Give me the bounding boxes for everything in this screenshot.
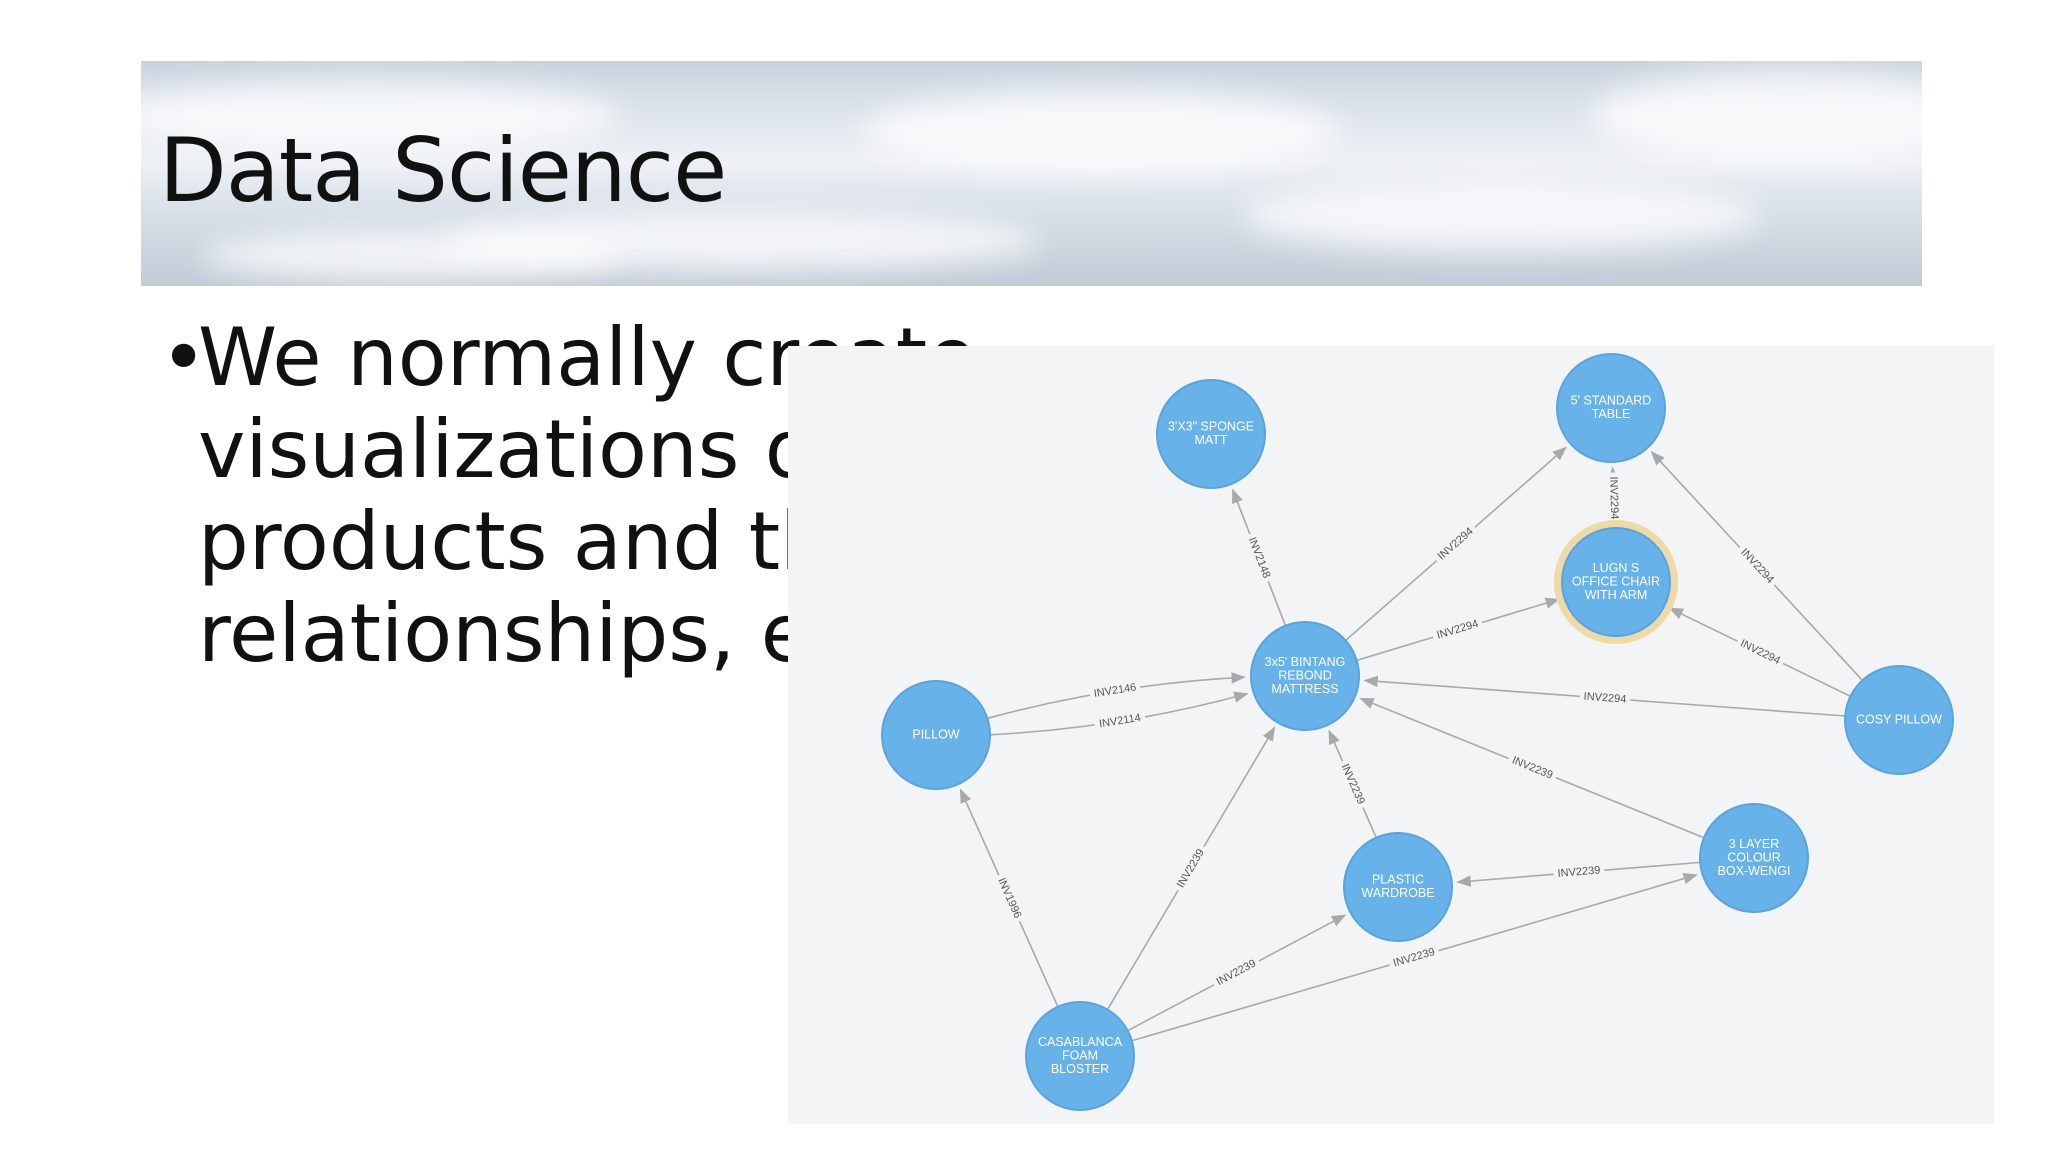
node-label: LUGN S (1593, 561, 1640, 575)
node-label: WITH ARM (1585, 588, 1648, 602)
node-label: MATTRESS (1271, 682, 1338, 696)
edge-label: INV2239 (1392, 946, 1436, 970)
edge-label: INV2239 (1215, 957, 1258, 988)
edge-label: INV2239 (1557, 864, 1601, 879)
node-label: WARDROBE (1361, 886, 1434, 900)
edge-label-background (1387, 943, 1441, 972)
edge-label-background (1432, 521, 1480, 566)
node-label: 3 LAYER (1729, 837, 1780, 851)
node-label: PILLOW (912, 727, 959, 741)
node-circle[interactable] (1343, 832, 1453, 942)
node-label: OFFICE CHAIR (1572, 574, 1660, 588)
edge-label: INV2294 (1738, 546, 1776, 586)
node-label: MATT (1194, 433, 1227, 447)
node-circle[interactable] (1250, 621, 1360, 731)
bullet-marker: • (160, 311, 208, 404)
edge-label: INV2294 (1583, 691, 1627, 706)
node-circle[interactable] (1025, 1001, 1135, 1111)
edge-label-background (1506, 752, 1559, 785)
edge-label-background (1088, 679, 1142, 702)
node-label: PLASTIC (1372, 873, 1424, 887)
edge-label-background (1093, 710, 1147, 733)
node-label: REBOND (1278, 668, 1331, 682)
node-label: COSY PILLOW (1856, 712, 1942, 726)
node-circle[interactable] (881, 680, 991, 790)
node-label: 5' STANDARD (1571, 394, 1652, 408)
title-banner: Data Science (141, 61, 1922, 286)
edge-label: INV2239 (1175, 847, 1207, 890)
node-label: TABLE (1592, 407, 1631, 421)
edge-label-background (1734, 634, 1787, 670)
edge-label-background (1243, 531, 1275, 585)
edge-label-background (1579, 689, 1631, 708)
node-label: BLOSTER (1051, 1062, 1109, 1076)
node-circle[interactable] (1561, 527, 1671, 637)
node-label: FOAM (1062, 1048, 1098, 1062)
node-circle[interactable] (1556, 353, 1666, 463)
node-circle[interactable] (1844, 665, 1954, 775)
edge-label: INV2294 (1607, 476, 1620, 519)
node-circle[interactable] (1156, 379, 1266, 489)
edge-label-background (1336, 758, 1370, 811)
node-label: 3x5' BINTANG (1265, 655, 1346, 669)
edge-label-background (992, 872, 1027, 925)
edge-label: INV2294 (1436, 525, 1476, 562)
edge-label: INV2239 (1510, 754, 1554, 781)
node-cosy[interactable]: COSY PILLOW (1844, 665, 1954, 775)
edge-label-background (1605, 472, 1622, 524)
edge-label-background (1210, 954, 1263, 992)
edge-label: INV2148 (1246, 536, 1273, 580)
node-label: 3'X3" SPONGE (1168, 420, 1254, 434)
edge-label-background (1172, 843, 1210, 895)
node-label: CASABLANCA (1038, 1035, 1123, 1049)
edge-label: INV2294 (1435, 618, 1479, 642)
edge-label-background (1553, 863, 1605, 882)
slide-title: Data Science (159, 119, 727, 222)
edge-label-background (1734, 542, 1780, 590)
node-pillow[interactable]: PILLOW (881, 680, 991, 790)
node-circle[interactable] (1699, 803, 1809, 913)
node-label: COLOUR (1727, 850, 1780, 864)
edge-label-background (1431, 615, 1484, 644)
node-label: BOX-WENGI (1718, 864, 1791, 878)
